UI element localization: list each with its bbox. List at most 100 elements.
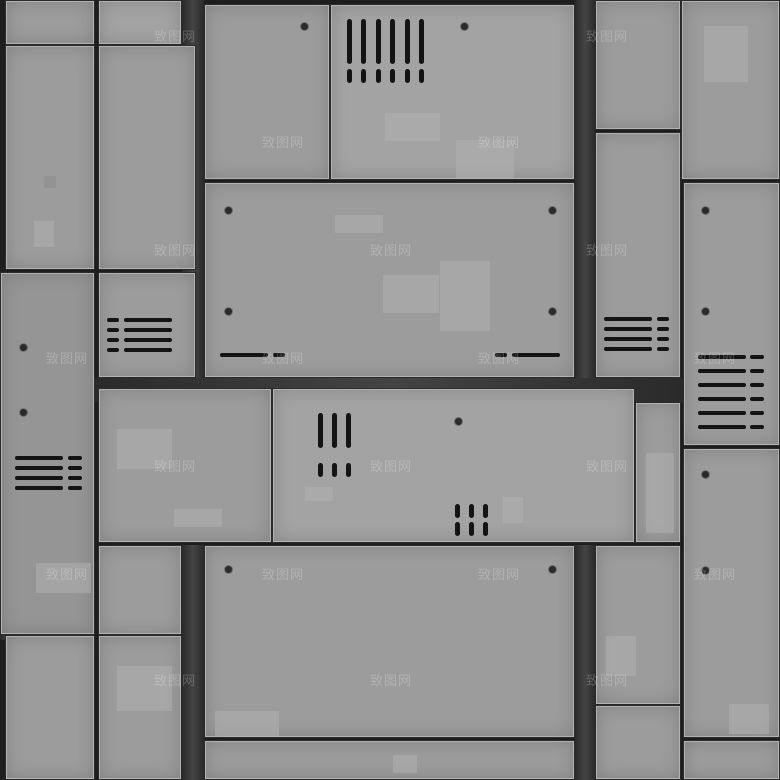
vent-slot: [68, 486, 82, 490]
vent-slot: [15, 456, 63, 460]
vent-slot: [68, 456, 82, 460]
vent-slot: [419, 19, 424, 64]
panel-col2-lower: [98, 545, 182, 635]
vent-slot: [657, 327, 669, 331]
patch: [335, 215, 383, 233]
panel-center-top-left: [204, 4, 330, 180]
panel-right-mid-b: [595, 705, 681, 780]
vent-slot: [15, 486, 63, 490]
rivet-icon: [549, 308, 556, 315]
vent-slot: [455, 504, 460, 518]
vent-slot: [469, 522, 474, 536]
vent-slot: [750, 425, 764, 429]
panel-col2-top: [98, 0, 182, 45]
rivet-icon: [549, 566, 556, 573]
vent-slot: [657, 347, 669, 351]
vent-slot: [68, 466, 82, 470]
panel-center-bottom: [204, 740, 575, 780]
vent-slot: [604, 327, 652, 331]
panel-right-bottom: [683, 740, 780, 780]
rivet-icon: [702, 567, 709, 574]
patch: [606, 636, 636, 676]
panel-col2-mid: [98, 388, 272, 543]
patch: [34, 221, 54, 247]
vent-slot: [604, 347, 652, 351]
vent-slot: [68, 476, 82, 480]
vent-slot: [107, 348, 119, 352]
rivet-icon: [20, 344, 27, 351]
panel-right-upper-vent: [595, 132, 681, 378]
vent-slot: [332, 413, 337, 448]
vent-slot: [318, 463, 323, 477]
panel-left-bottom: [5, 635, 95, 780]
vertical-bracket-bottom-left: [182, 545, 204, 780]
rivet-icon: [20, 409, 27, 416]
vent-slot: [15, 466, 63, 470]
vent-slot: [124, 348, 172, 352]
vent-slot: [698, 397, 746, 401]
vent-slot: [698, 425, 746, 429]
vent-slot: [483, 522, 488, 536]
patch: [117, 666, 172, 711]
vent-slot: [346, 463, 351, 477]
vent-slot: [405, 69, 410, 83]
panel-col2-bottom: [98, 635, 182, 780]
panel-left-middle: [0, 272, 95, 635]
vent-slot: [318, 413, 323, 448]
vent-slot: [332, 463, 337, 477]
rivet-icon: [225, 566, 232, 573]
vent-slot: [750, 383, 764, 387]
vent-slot: [495, 353, 507, 357]
patch: [174, 509, 222, 527]
vent-slot: [15, 476, 63, 480]
vent-slot: [698, 411, 746, 415]
vent-slot: [512, 353, 560, 357]
vent-slot: [273, 353, 285, 357]
panel-right-top-b: [681, 0, 780, 180]
vertical-bracket-bottom-right: [575, 545, 595, 780]
vent-slot: [107, 318, 119, 322]
vent-slot: [750, 369, 764, 373]
rivet-icon: [225, 207, 232, 214]
rivet-icon: [702, 308, 709, 315]
vent-slot: [107, 338, 119, 342]
vent-slot: [750, 397, 764, 401]
vent-slot: [124, 318, 172, 322]
panel-center-middle: [272, 388, 635, 543]
rivet-icon: [225, 308, 232, 315]
patch: [646, 453, 674, 533]
rivet-icon: [455, 418, 462, 425]
patch: [44, 176, 56, 188]
vent-slot: [361, 19, 366, 64]
vent-slot: [376, 19, 381, 64]
vertical-bracket-top-right: [575, 0, 595, 380]
vent-slot: [376, 69, 381, 83]
vent-slot: [347, 19, 352, 64]
panel-left-upper: [5, 45, 95, 270]
patch: [383, 275, 439, 313]
patch: [117, 429, 172, 469]
panel-left-top: [5, 0, 95, 45]
patch: [704, 26, 748, 82]
vent-slot: [750, 411, 764, 415]
vent-slot: [347, 69, 352, 83]
patch: [393, 755, 417, 773]
vent-slot: [107, 328, 119, 332]
rivet-icon: [461, 23, 468, 30]
patch: [305, 487, 333, 501]
panel-right-tall-vent: [683, 182, 780, 446]
vent-slot: [698, 355, 746, 359]
vent-slot: [657, 337, 669, 341]
patch: [729, 704, 769, 734]
panel-center-large: [204, 182, 575, 378]
vent-slot: [346, 413, 351, 448]
vent-slot: [604, 337, 652, 341]
patch: [456, 140, 514, 178]
panel-right-top-a: [595, 0, 681, 130]
vent-slot: [124, 338, 172, 342]
vent-slot: [698, 369, 746, 373]
rivet-icon: [702, 207, 709, 214]
panel-center-lower: [204, 545, 575, 738]
vent-slot: [220, 353, 268, 357]
